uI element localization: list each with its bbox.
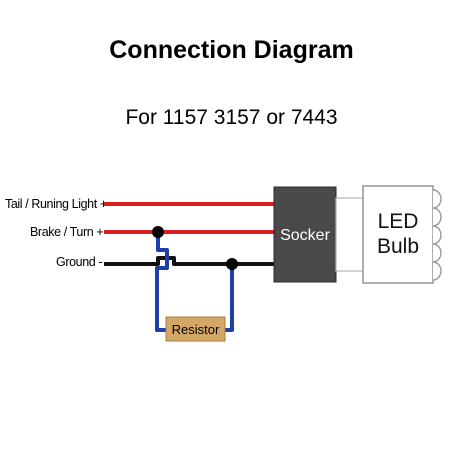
wire-terminal-ground: - bbox=[98, 255, 103, 269]
socket-label: Socker bbox=[280, 227, 330, 244]
resistor-body bbox=[165, 316, 226, 342]
wire-label-brake-text: Brake / Turn bbox=[30, 225, 94, 239]
wire-label-tail-text: Tail / Runing Light bbox=[5, 197, 97, 211]
wire-label-brake: Brake / Turn + bbox=[30, 225, 104, 239]
resistor-label: Resistor bbox=[172, 322, 220, 337]
wire-label-ground-text: Ground bbox=[56, 255, 96, 269]
led-bulb-label-line1: LED bbox=[378, 210, 419, 233]
page-subtitle: For 1157 3157 or 7443 bbox=[125, 106, 338, 129]
ground-wire bbox=[104, 256, 274, 266]
page-title: Connection Diagram bbox=[109, 36, 354, 64]
led-bulb-body bbox=[362, 185, 434, 284]
socket-body bbox=[273, 186, 337, 283]
wire-label-tail: Tail / Runing Light + bbox=[5, 197, 107, 211]
led-bulb-label-line2: Bulb bbox=[377, 235, 419, 258]
led-bulb-bumps bbox=[432, 189, 442, 281]
wire-label-ground: Ground - bbox=[56, 255, 103, 269]
junction-dot-ground bbox=[226, 258, 238, 270]
resistor-lead-right bbox=[224, 264, 234, 332]
wire-terminal-brake: + bbox=[96, 225, 104, 239]
resistor-lead-left bbox=[155, 232, 170, 332]
wire-terminal-tail: + bbox=[99, 197, 107, 211]
bulb-base bbox=[335, 197, 365, 272]
junction-dot-brake bbox=[152, 226, 164, 238]
